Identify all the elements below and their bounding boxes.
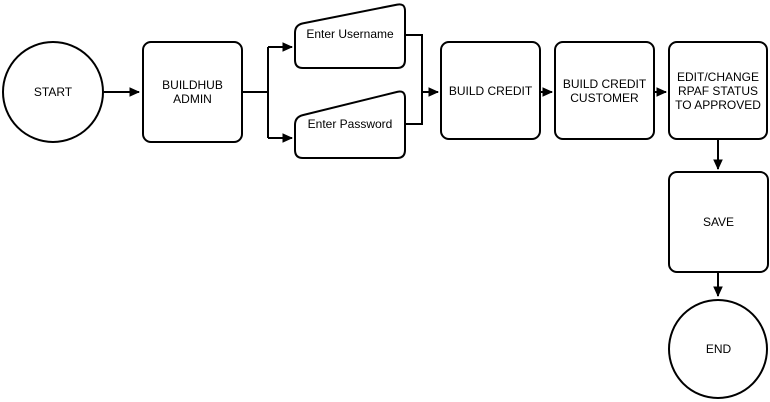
edit-change-rpaf-node-shape bbox=[668, 41, 768, 140]
end-node-shape bbox=[668, 299, 768, 399]
build-credit-node-shape bbox=[440, 41, 541, 140]
buildhub-admin-node-shape bbox=[142, 41, 243, 143]
enter-password-node-shape bbox=[294, 90, 406, 159]
start-node-shape bbox=[2, 41, 104, 143]
enter-username-node-shape bbox=[294, 3, 406, 69]
build-credit-customer-node-shape bbox=[554, 41, 655, 140]
save-node-shape bbox=[668, 171, 769, 273]
connector-password-merge bbox=[406, 92, 423, 125]
connector-username-merge bbox=[406, 34, 423, 92]
